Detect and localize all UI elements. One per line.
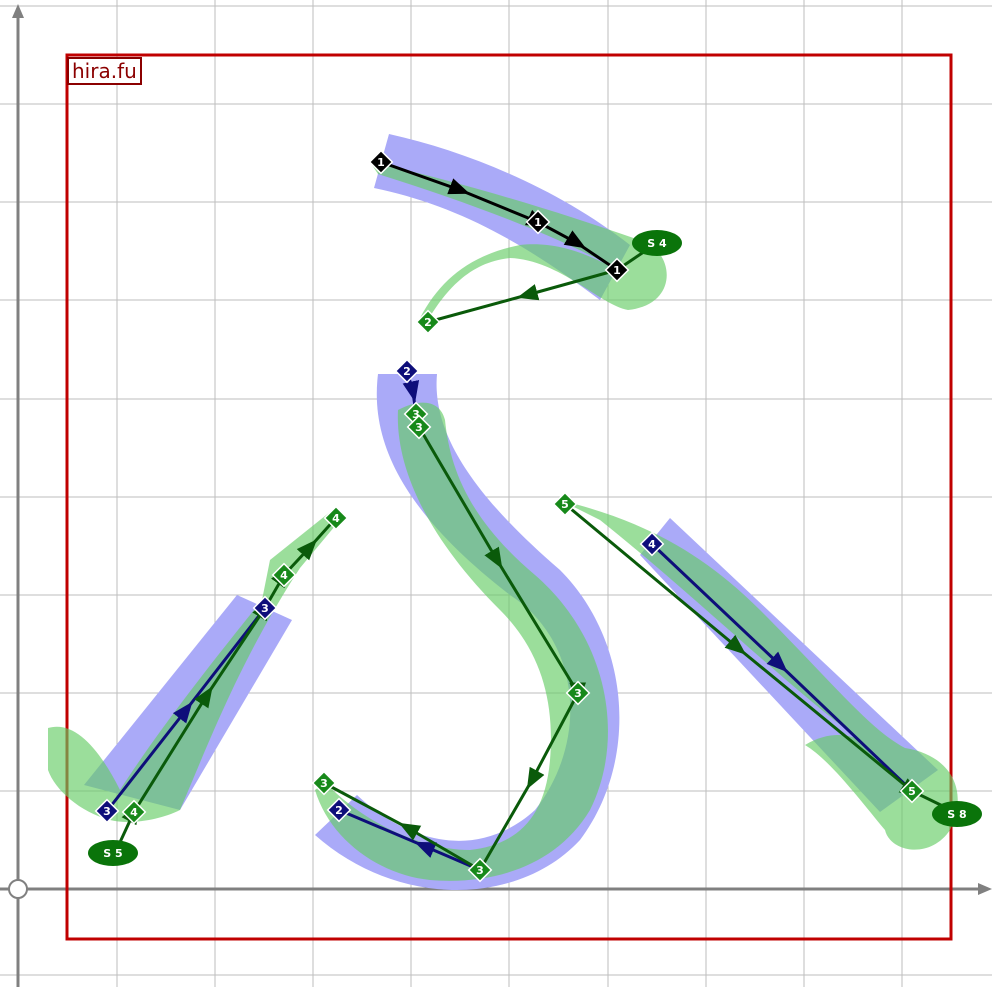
svg-text:1: 1	[377, 156, 385, 169]
svg-text:3: 3	[476, 864, 484, 877]
svg-text:2: 2	[403, 365, 411, 378]
svg-text:3: 3	[103, 805, 111, 818]
svg-text:5: 5	[561, 498, 569, 511]
svg-text:3: 3	[261, 602, 269, 615]
svg-text:4: 4	[648, 538, 656, 551]
svg-text:3: 3	[320, 777, 328, 790]
svg-text:S 8: S 8	[947, 808, 966, 821]
svg-text:4: 4	[130, 806, 138, 819]
svg-text:3: 3	[415, 421, 423, 434]
x-axis-arrowhead	[978, 883, 992, 895]
origin-circle	[9, 880, 27, 898]
svg-text:1: 1	[534, 216, 542, 229]
svg-text:5: 5	[908, 785, 916, 798]
stroke-paths	[107, 162, 955, 870]
svg-text:2: 2	[335, 804, 343, 817]
svg-text:3: 3	[574, 687, 582, 700]
svg-text:4: 4	[280, 569, 288, 582]
marker-green-2: 2	[417, 311, 440, 334]
tag-s8: S 8	[932, 801, 982, 827]
svg-text:S 4: S 4	[647, 237, 667, 250]
svg-text:S 5: S 5	[103, 847, 122, 860]
tag-s4: S 4	[632, 230, 682, 256]
tag-s5: S 5	[88, 840, 138, 866]
path-stroke-right-navy	[652, 544, 912, 791]
svg-text:1: 1	[613, 264, 621, 277]
glyph-name-label: hira.fu	[67, 57, 142, 85]
svg-text:2: 2	[424, 316, 432, 329]
svg-text:4: 4	[332, 512, 340, 525]
